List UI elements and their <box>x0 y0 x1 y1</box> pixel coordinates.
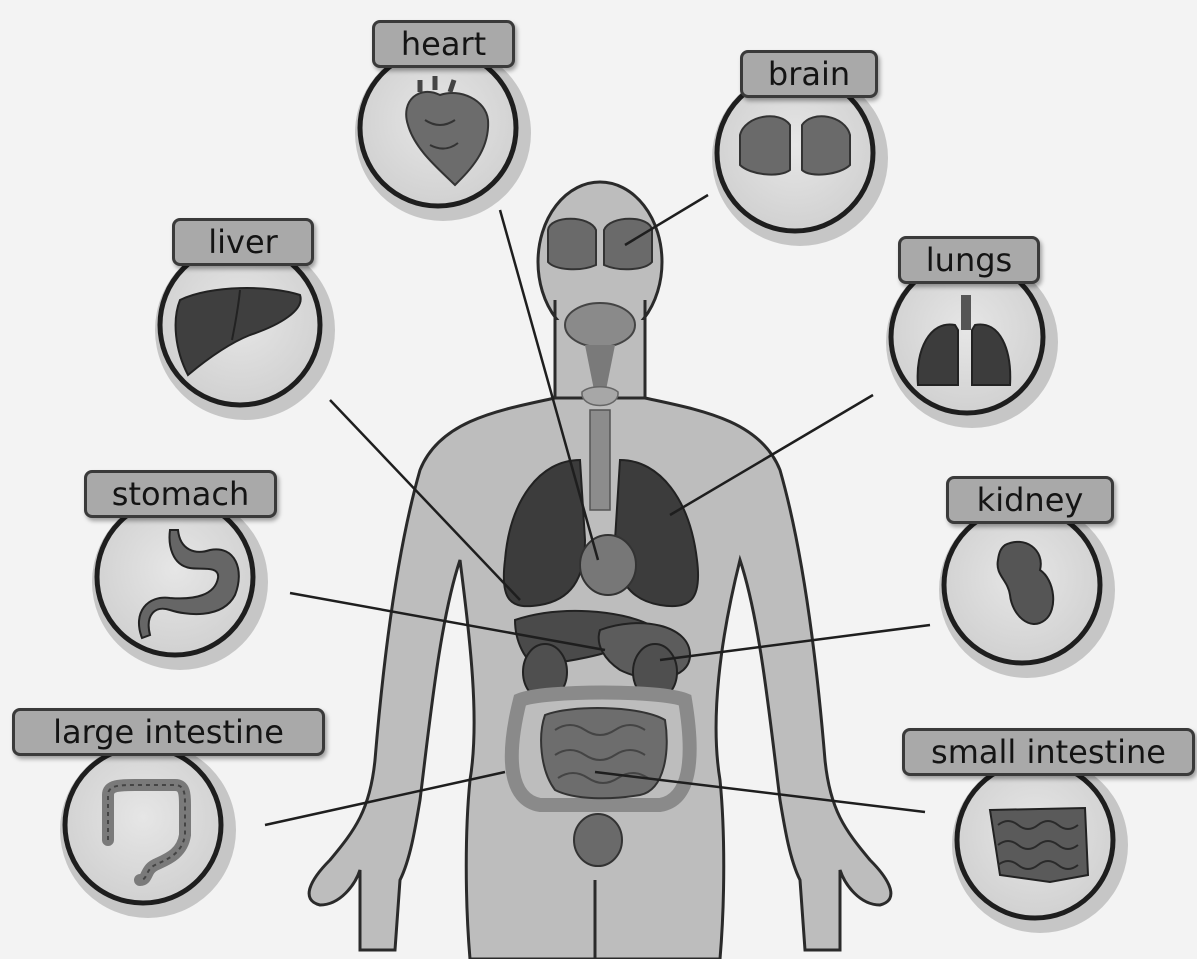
small-intestine-label: small intestine <box>902 728 1195 776</box>
stomach-label: stomach <box>84 470 277 518</box>
lungs-label: lungs <box>898 236 1040 284</box>
heart-circle <box>355 45 531 221</box>
large-intestine-circle <box>60 742 236 918</box>
brain-label: brain <box>740 50 878 98</box>
kidney-label: kidney <box>946 476 1114 524</box>
small-intestine-circle <box>952 757 1128 933</box>
small-intestine-icon <box>990 808 1088 882</box>
kidney-circle <box>939 502 1115 678</box>
heart-label: heart <box>372 20 515 68</box>
liver-label: liver <box>172 218 314 266</box>
large-intestine-label: large intestine <box>12 708 325 756</box>
liver-circle <box>155 240 335 420</box>
stomach-circle <box>92 494 268 670</box>
